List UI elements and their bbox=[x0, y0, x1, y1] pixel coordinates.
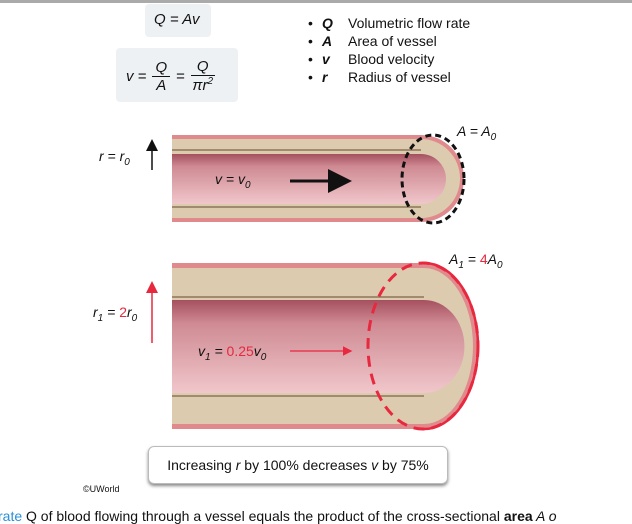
bottom-vessel bbox=[172, 261, 480, 431]
var: r bbox=[127, 304, 132, 320]
area-outline-a0 bbox=[400, 133, 466, 225]
velocity-lhs: v = bbox=[126, 67, 147, 85]
caption-var: r bbox=[235, 457, 241, 473]
velocity-formula: v = Q A = Q πr2 bbox=[126, 56, 215, 96]
flow-rate-link[interactable]: rate bbox=[0, 508, 23, 524]
numerator: Q bbox=[190, 58, 215, 76]
radius-label-r1: r1 = 2r0 bbox=[93, 304, 137, 324]
velocity-label-v0: v = v0 bbox=[215, 171, 251, 191]
legend-text: Radius of vessel bbox=[348, 69, 451, 85]
radius-label-r0: r = r0 bbox=[99, 148, 130, 168]
legend-text: Blood velocity bbox=[348, 51, 435, 67]
legend-symbol: A bbox=[322, 33, 333, 49]
var: A bbox=[449, 251, 459, 267]
area-label-a0: A = A0 bbox=[457, 123, 496, 143]
flow-formula: Q = Av bbox=[154, 11, 200, 28]
denominator: πr2 bbox=[192, 76, 213, 94]
factor: 2 bbox=[119, 304, 127, 320]
numerator: Q bbox=[152, 59, 171, 77]
label-text: A = A bbox=[457, 123, 491, 139]
area-outline-a1 bbox=[366, 261, 480, 431]
flow-formula-box bbox=[145, 4, 211, 37]
caption-text: Increasing bbox=[167, 457, 236, 473]
eq: = bbox=[103, 304, 120, 320]
caption-var: v bbox=[371, 457, 379, 473]
fraction-q-over-a: Q A bbox=[152, 59, 171, 94]
eq: = bbox=[210, 343, 227, 359]
fraction-q-over-pi-r2: Q πr2 bbox=[190, 58, 215, 94]
copyright: ©UWorld bbox=[83, 484, 120, 494]
body-bold: area bbox=[503, 508, 533, 524]
equals: = bbox=[176, 67, 185, 85]
subscript: 0 bbox=[490, 131, 497, 143]
subscript: 1 bbox=[458, 259, 464, 271]
legend-symbol: r bbox=[322, 69, 328, 85]
subscript: 1 bbox=[205, 351, 211, 363]
top-vessel bbox=[172, 133, 466, 225]
body-text: A o bbox=[532, 508, 557, 524]
caption-text: by 75% bbox=[378, 457, 429, 473]
label-text: v = v bbox=[215, 171, 245, 187]
caption-text: by 100% decreases bbox=[240, 457, 372, 473]
factor: 4 bbox=[479, 251, 488, 267]
summary-caption: Increasing r by 100% decreases v by 75% bbox=[148, 446, 448, 484]
var: v bbox=[198, 343, 205, 359]
body-text: Q of blood flowing through a vessel equa… bbox=[22, 508, 504, 524]
subscript: 1 bbox=[97, 312, 104, 324]
velocity-formula-box bbox=[116, 48, 238, 102]
subscript: 0 bbox=[260, 351, 267, 363]
legend-symbol: Q bbox=[322, 15, 333, 31]
exponent: 2 bbox=[207, 76, 214, 87]
body-paragraph: rate Q of blood flowing through a vessel… bbox=[0, 508, 557, 524]
legend-symbol: v bbox=[322, 51, 330, 67]
subscript: 0 bbox=[124, 156, 130, 168]
var: r bbox=[93, 304, 98, 320]
var: A bbox=[487, 251, 498, 267]
denominator: A bbox=[156, 76, 167, 94]
var: v bbox=[253, 343, 261, 359]
eq: = bbox=[463, 251, 480, 267]
legend-text: Area of vessel bbox=[348, 33, 437, 49]
factor: 0.25 bbox=[226, 343, 254, 359]
velocity-label-v1: v1 = 0.25v0 bbox=[198, 343, 266, 363]
subscript: 0 bbox=[497, 259, 503, 271]
label-text: r = r bbox=[99, 148, 125, 164]
top-border bbox=[0, 0, 632, 3]
subscript: 0 bbox=[244, 179, 251, 191]
pi-r: πr bbox=[192, 77, 208, 94]
area-label-a1: A1 = 4A0 bbox=[449, 251, 503, 271]
subscript: 0 bbox=[131, 312, 138, 324]
legend-text: Volumetric flow rate bbox=[348, 15, 471, 31]
